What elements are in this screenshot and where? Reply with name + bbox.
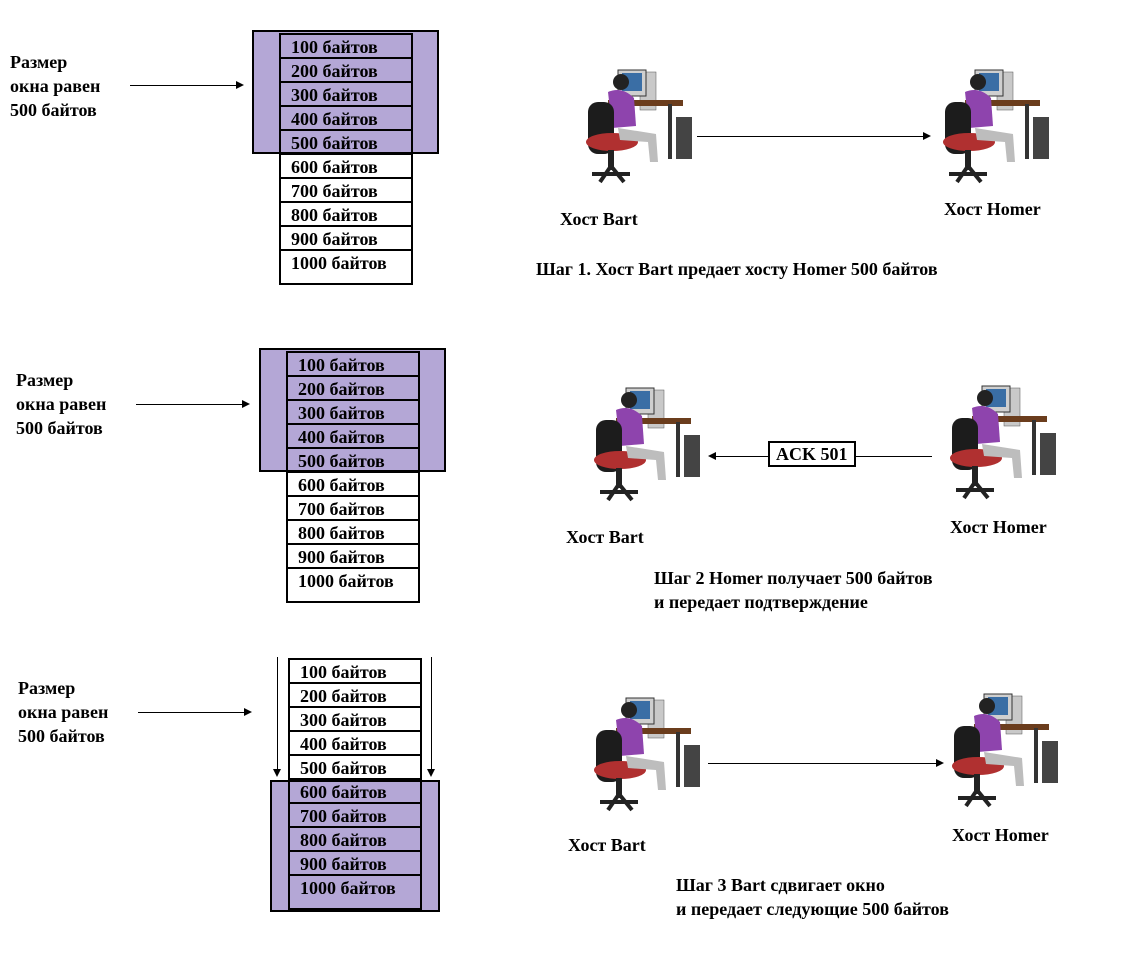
step2-caption: Шаг 2 Homer получает 500 байтов и переда… <box>654 568 933 612</box>
window-arrow-1 <box>130 81 244 89</box>
sliding-window-1 <box>252 30 439 154</box>
window-shift-arrow-right <box>427 657 435 777</box>
segment-cell: 500 байтов <box>290 756 420 780</box>
segment-cell: 900 байтов <box>290 852 420 876</box>
segment-cell: 800 байтов <box>290 828 420 852</box>
segment-cell: 100 байтов <box>290 660 420 684</box>
segment-cell: 200 байтов <box>288 377 418 401</box>
segment-cell: 1000 байтов <box>288 569 418 593</box>
host-bart-label-1: Хост Bart <box>560 209 638 229</box>
segment-cell: 900 байтов <box>281 227 411 251</box>
segment-cell: 700 байтов <box>290 804 420 828</box>
window-size-label-3: Размер окна равен 500 байтов <box>18 678 109 746</box>
ack-box: ACK 501 <box>768 441 856 467</box>
segment-cell: 200 байтов <box>281 59 411 83</box>
host-bart-label-3: Хост Bart <box>568 835 646 855</box>
buffer-3: 100 байтов 200 байтов 300 байтов 400 бай… <box>288 658 422 910</box>
segment-cell: 900 байтов <box>288 545 418 569</box>
segment-cell: 800 байтов <box>288 521 418 545</box>
segment-cell: 300 байтов <box>281 83 411 107</box>
window-arrow-2 <box>136 400 250 408</box>
segment-cell: 100 байтов <box>281 35 411 59</box>
computer-user-icon <box>594 387 700 502</box>
segment-cell: 700 байтов <box>281 179 411 203</box>
computer-user-icon <box>950 385 1056 500</box>
data-arrow-1 <box>697 132 931 140</box>
segment-cell: 300 байтов <box>288 401 418 425</box>
step1-caption: Шаг 1. Хост Bart предает хосту Homer 500… <box>536 259 938 279</box>
segment-cell: 600 байтов <box>290 780 420 804</box>
buffer-2: 100 байтов 200 байтов 300 байтов 400 бай… <box>286 351 420 603</box>
step3-caption: Шаг 3 Bart сдвигает окно и передает след… <box>676 875 949 919</box>
segment-cell: 600 байтов <box>288 473 418 497</box>
segment-cell: 400 байтов <box>290 732 420 756</box>
data-arrow-3 <box>708 759 944 767</box>
segment-cell: 400 байтов <box>288 425 418 449</box>
computer-user-icon <box>943 69 1049 184</box>
segment-cell: 400 байтов <box>281 107 411 131</box>
host-homer-label-2: Хост Homer <box>950 517 1047 537</box>
sliding-window-2 <box>259 348 446 472</box>
segment-cell: 1000 байтов <box>300 878 396 898</box>
buffer-1: 100 байтов 200 байтов 300 байтов 400 бай… <box>279 33 413 285</box>
segment-cell: 100 байтов <box>288 353 418 377</box>
segment-cell: 600 байтов <box>281 155 411 179</box>
host-homer-label-1: Хост Homer <box>944 199 1041 219</box>
computer-user-icon <box>586 69 692 184</box>
window-shift-arrow-left <box>273 657 281 777</box>
segment-cell: 800 байтов <box>281 203 411 227</box>
segment-cell: 500 байтов <box>288 449 418 473</box>
segment-cell: 200 байтов <box>290 684 420 708</box>
host-homer-label-3: Хост Homer <box>952 825 1049 845</box>
window-size-label-2: Размер окна равен 500 байтов <box>16 370 107 438</box>
segment-cell: 1000 байтов <box>281 251 411 275</box>
window-arrow-3 <box>138 708 252 716</box>
segment-cell: 300 байтов <box>290 708 420 732</box>
computer-user-icon <box>594 697 700 812</box>
computer-user-icon <box>952 693 1058 808</box>
window-size-label-1: Размер окна равен 500 байтов <box>10 52 101 120</box>
segment-cell: 500 байтов <box>281 131 411 155</box>
segment-cell: 700 байтов <box>288 497 418 521</box>
host-bart-label-2: Хост Bart <box>566 527 644 547</box>
